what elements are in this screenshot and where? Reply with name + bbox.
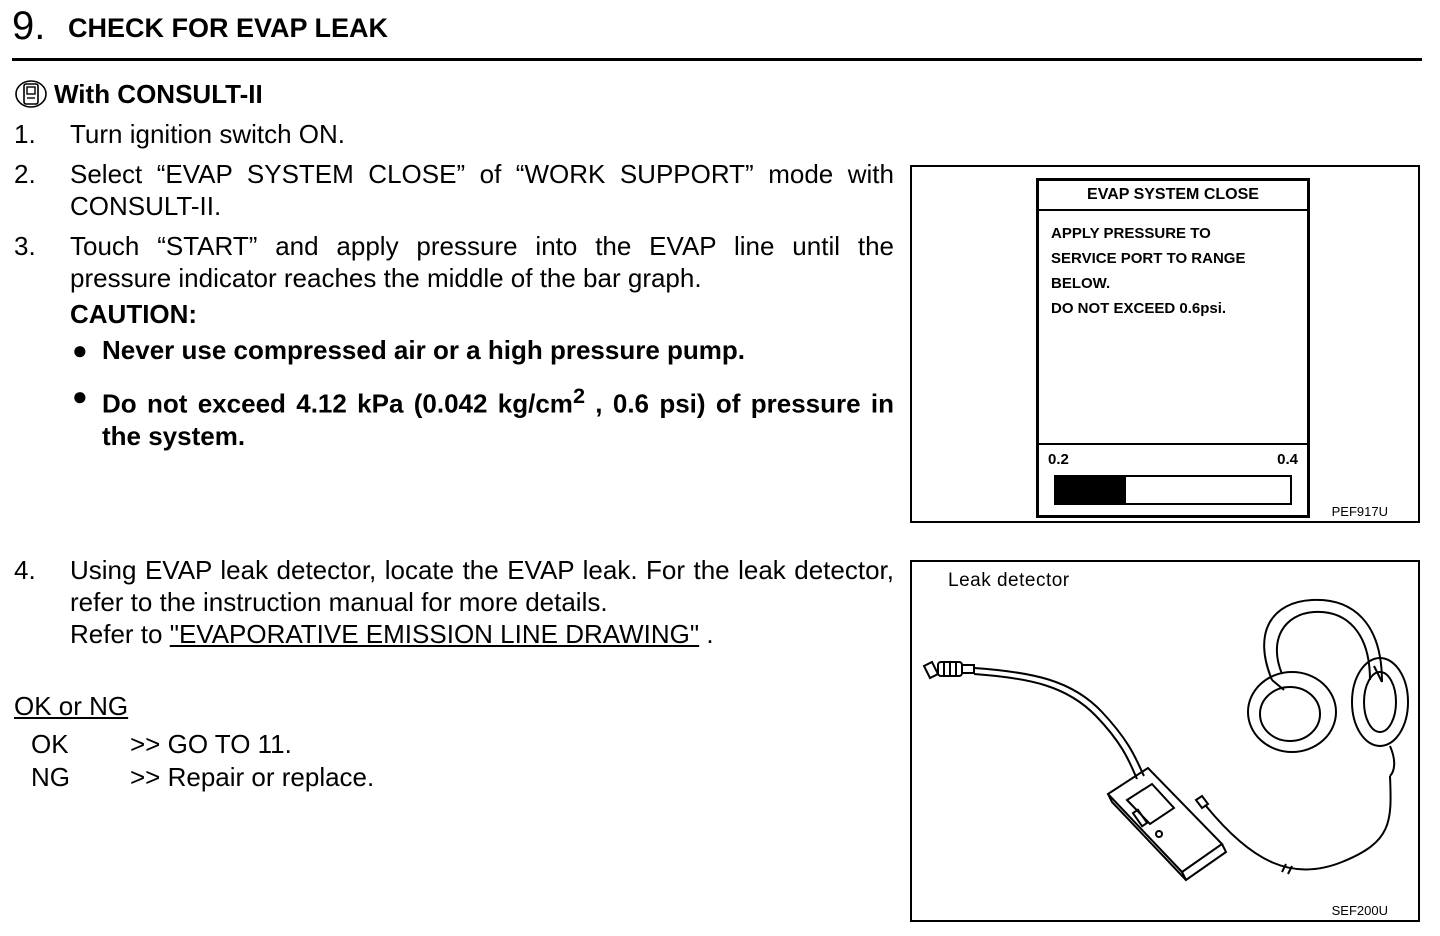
pressure-bar bbox=[1054, 475, 1292, 505]
ok-ng-result: OK or NG OK >> GO TO 11. NG >> Repair or… bbox=[14, 690, 375, 794]
screen-message: APPLY PRESSURE TO SERVICE PORT TO RANGE … bbox=[1051, 225, 1246, 317]
leak-detector-illustration bbox=[922, 598, 1409, 882]
line-drawing-link[interactable]: "EVAPORATIVE EMISSION LINE DRAWING" bbox=[169, 619, 700, 649]
pressure-bar-fill bbox=[1056, 477, 1127, 503]
step-number: 9. bbox=[12, 4, 46, 48]
consult-label: With CONSULT-II bbox=[54, 79, 263, 109]
consult-screen: EVAP SYSTEM CLOSE APPLY PRESSURE TO SERV… bbox=[1036, 178, 1310, 518]
scale-max: 0.4 bbox=[1277, 451, 1298, 468]
step-header: 9. CHECK FOR EVAP LEAK bbox=[12, 0, 1422, 61]
step-2: 2. Select “EVAP SYSTEM CLOSE” of “WORK S… bbox=[14, 159, 894, 221]
leak-detector-figure: Leak detector bbox=[910, 560, 1420, 922]
bullet-dot-icon: ● bbox=[72, 335, 88, 365]
bullet-dot-icon: ● bbox=[72, 381, 88, 411]
caution-bullet-1: ● Never use compressed air or a high pre… bbox=[72, 335, 746, 365]
ok-ng-title: OK or NG bbox=[14, 691, 129, 721]
procedure-list: 1. Turn ignition switch ON. 2. Select “E… bbox=[14, 118, 894, 452]
consult-screen-figure: EVAP SYSTEM CLOSE APPLY PRESSURE TO SERV… bbox=[910, 165, 1420, 523]
step-3: 3. Touch “START” and apply pressure into… bbox=[14, 231, 894, 293]
consult-tester-icon bbox=[15, 80, 47, 108]
result-row-ng: NG >> Repair or replace. bbox=[31, 762, 375, 792]
step-1: 1. Turn ignition switch ON. bbox=[14, 119, 346, 149]
figure-code: SEF200U bbox=[1331, 903, 1388, 918]
scale-min: 0.2 bbox=[1048, 451, 1069, 468]
figure-code: PEF917U bbox=[1331, 504, 1388, 519]
step-title: CHECK FOR EVAP LEAK bbox=[68, 13, 389, 43]
step-4: 4. Using EVAP leak detector, locate the … bbox=[14, 555, 894, 649]
result-row-ok: OK >> GO TO 11. bbox=[31, 729, 292, 759]
pressure-bar-graph: 0.2 0.4 bbox=[1039, 443, 1307, 515]
go-to-11-link[interactable]: >> GO TO 11. bbox=[130, 729, 292, 759]
consult-heading: With CONSULT-II bbox=[14, 78, 263, 110]
screen-title: EVAP SYSTEM CLOSE bbox=[1039, 181, 1307, 211]
caution-title: CAUTION: bbox=[70, 299, 198, 329]
figure-label: Leak detector bbox=[948, 570, 1070, 591]
caution-bullet-2: ● Do not exceed 4.12 kPa (0.042 kg/cm2 ,… bbox=[72, 381, 894, 451]
